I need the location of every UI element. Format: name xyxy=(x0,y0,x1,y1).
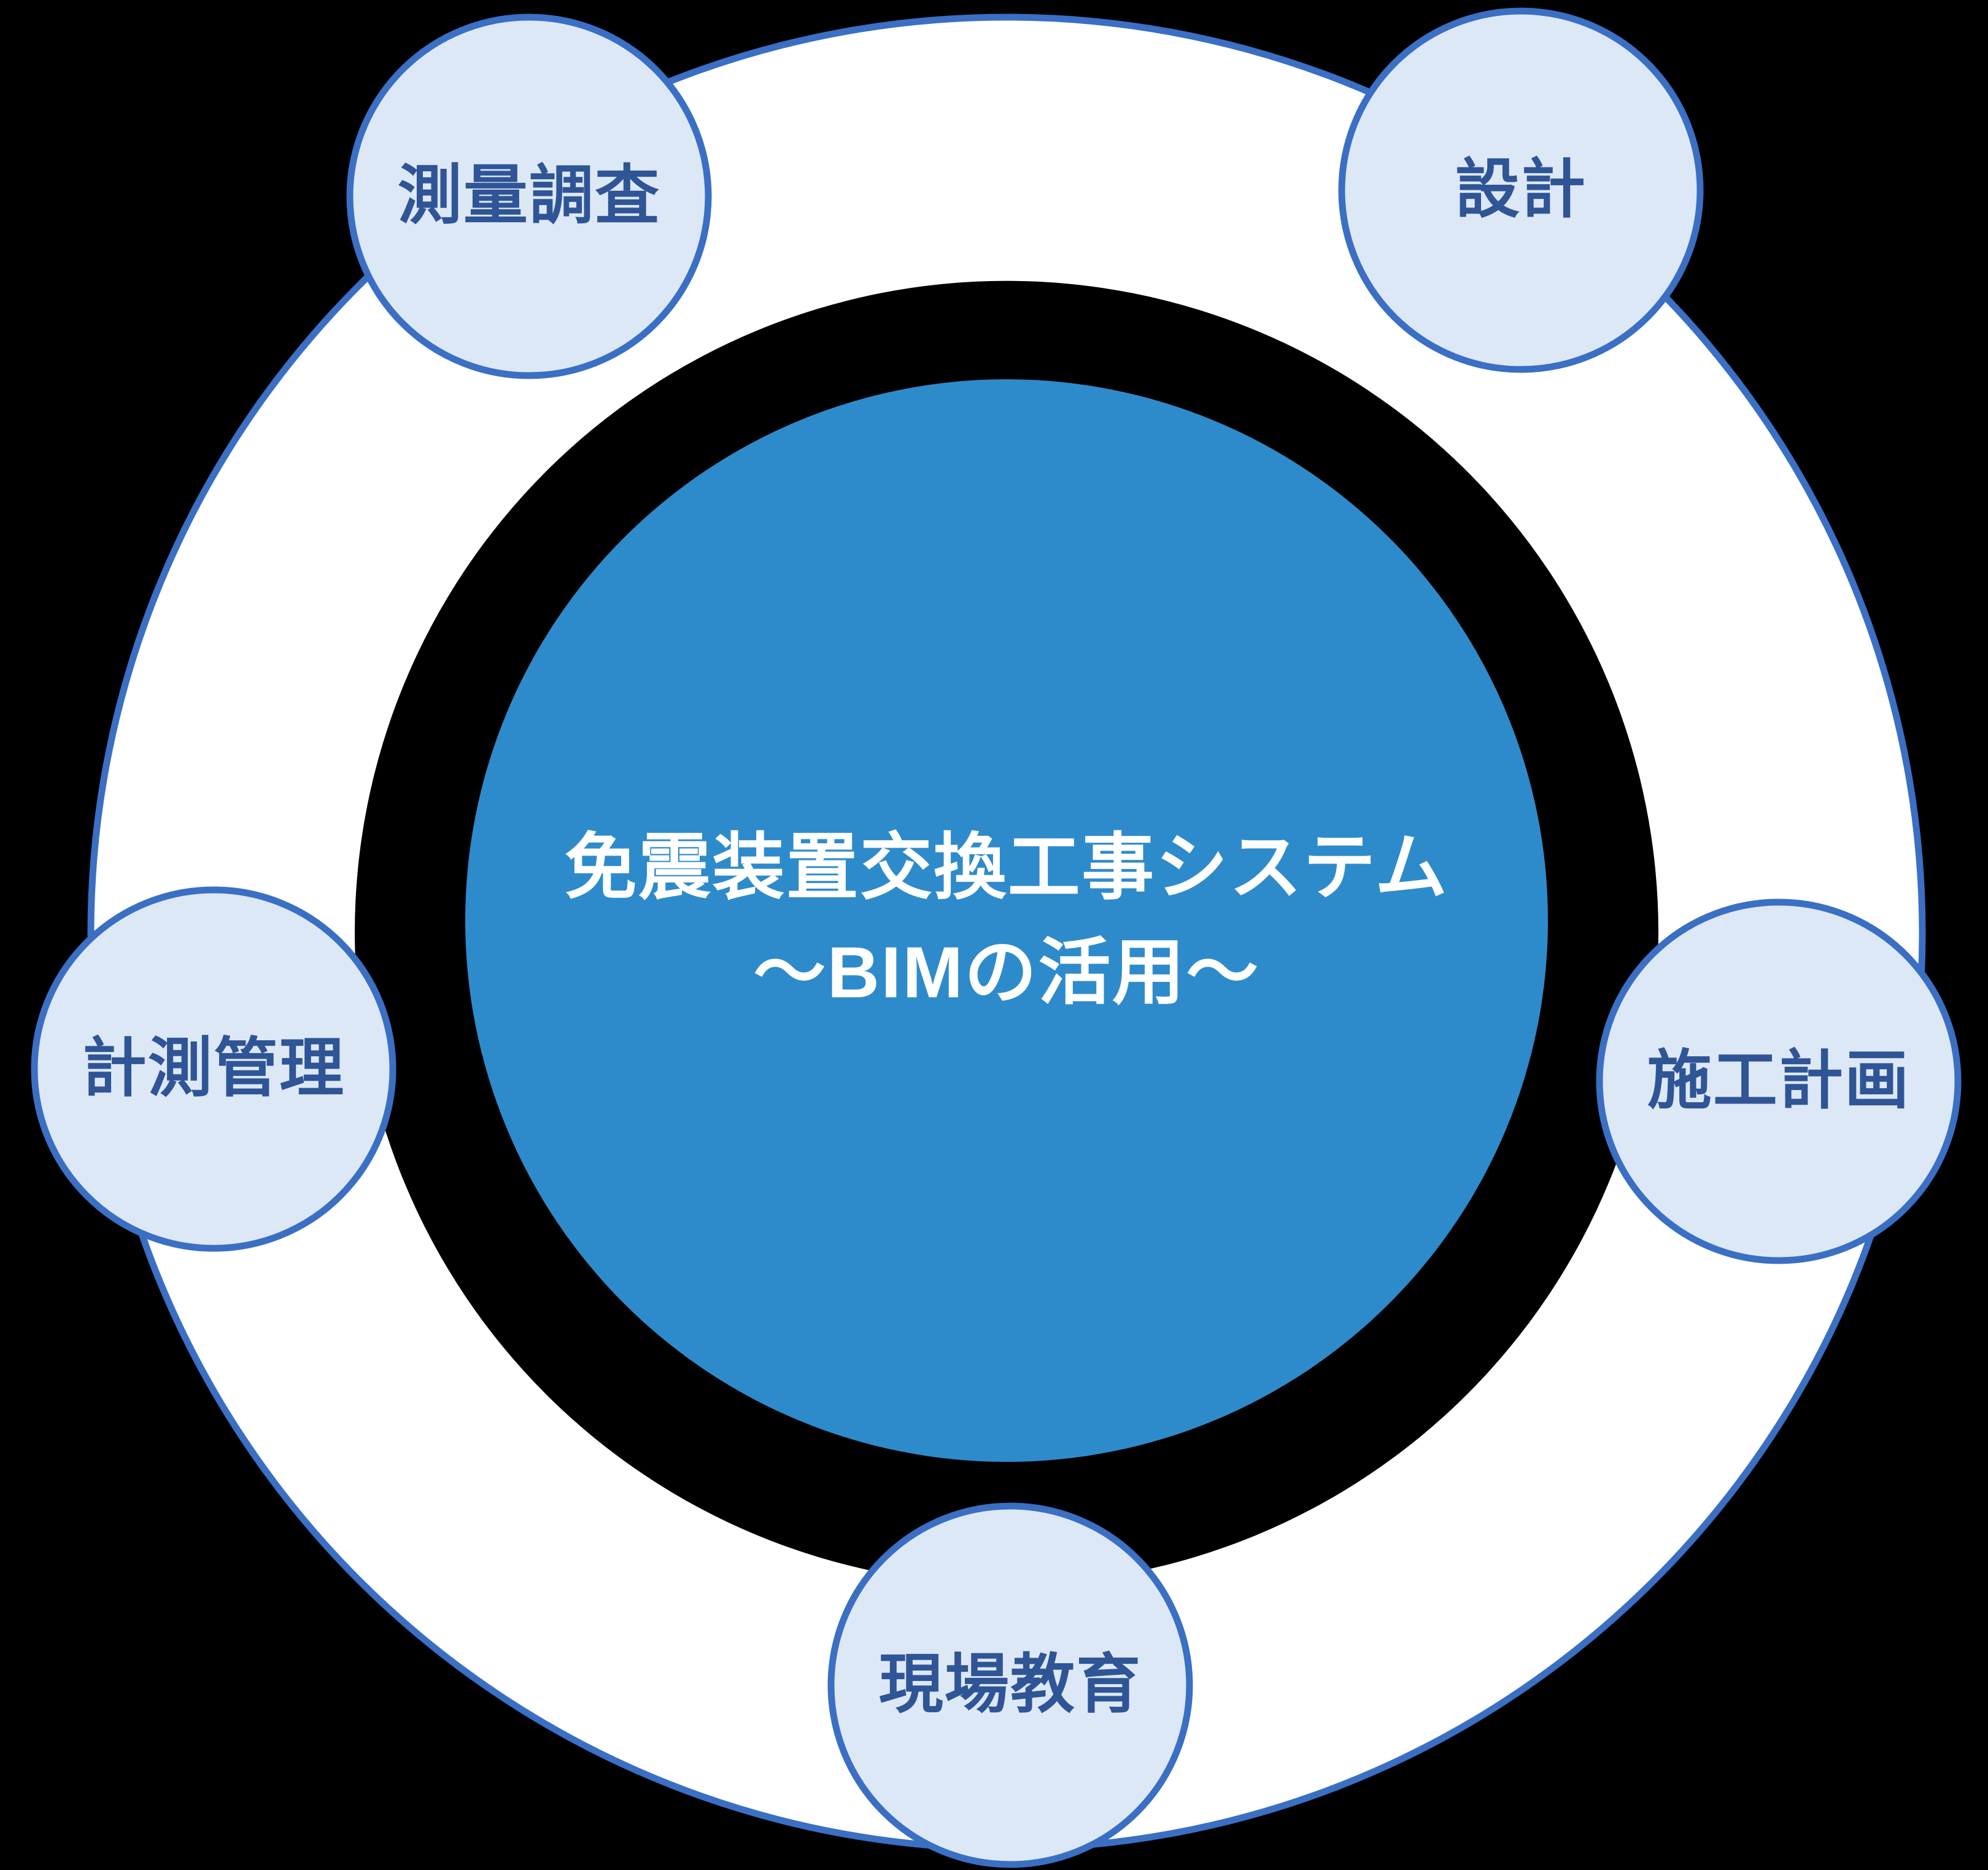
satellite-circle-education[interactable] xyxy=(827,1502,1193,1868)
hub-circle[interactable] xyxy=(465,379,1548,1462)
satellite-circle-measurement[interactable] xyxy=(31,886,396,1252)
satellite-circle-survey[interactable] xyxy=(346,14,712,379)
satellite-circle-design[interactable] xyxy=(1338,7,1704,373)
satellite-circle-construction[interactable] xyxy=(1596,898,1962,1264)
satellite-circle-group xyxy=(31,7,1962,1868)
